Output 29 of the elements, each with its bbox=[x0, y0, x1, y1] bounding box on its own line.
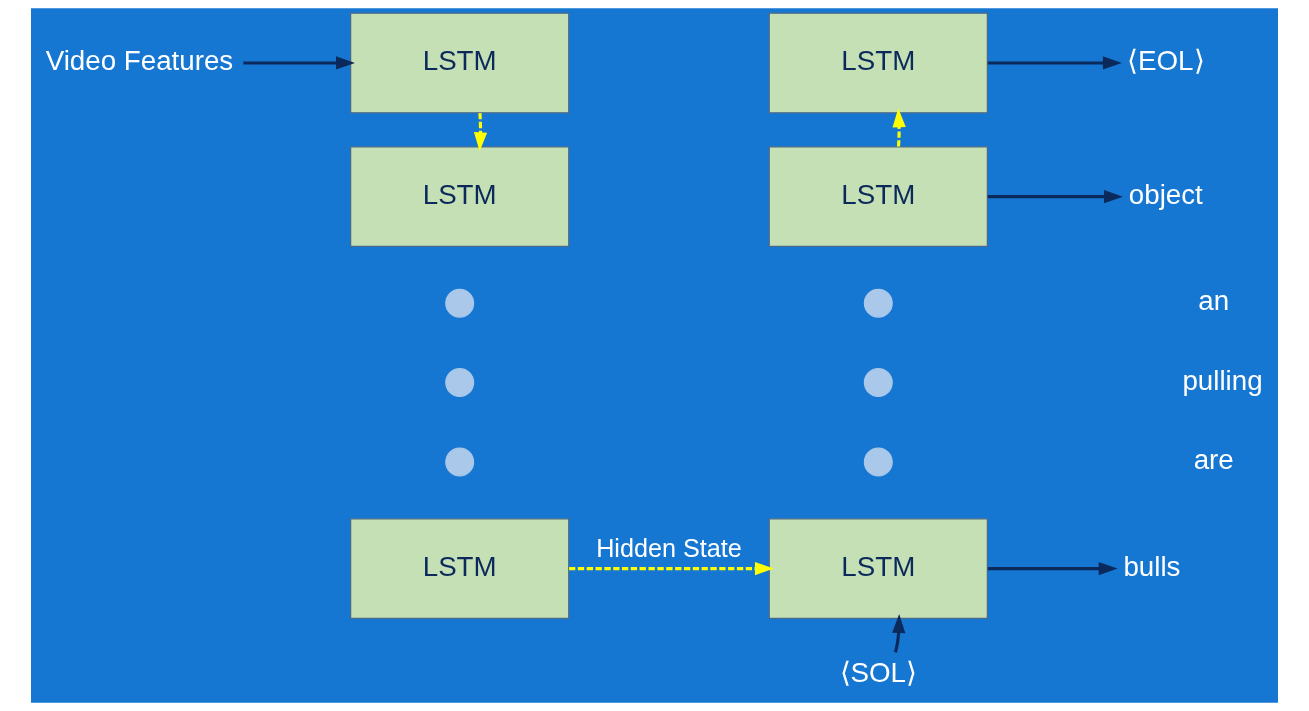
node-text: ⟨EOL⟩ bbox=[1127, 45, 1205, 77]
arrow bbox=[987, 56, 1122, 70]
node-text: bulls bbox=[1123, 550, 1181, 582]
node-text: Video Features bbox=[45, 45, 234, 77]
label: an bbox=[1198, 285, 1230, 317]
node-box: LSTM bbox=[350, 146, 570, 248]
arrow bbox=[569, 561, 774, 576]
edge-label: Hidden State bbox=[596, 534, 742, 563]
node-text: object bbox=[1128, 178, 1203, 210]
node-circle bbox=[445, 288, 475, 318]
node-circle bbox=[445, 368, 475, 398]
arrow bbox=[243, 56, 355, 70]
label: pulling bbox=[1182, 364, 1263, 396]
node-circle bbox=[863, 288, 893, 318]
node-box: LSTM bbox=[768, 12, 988, 114]
node-box: LSTM bbox=[768, 146, 988, 248]
arrow bbox=[892, 614, 906, 653]
node-text: ⟨SOL⟩ bbox=[839, 657, 918, 689]
node-circle bbox=[445, 447, 475, 477]
node-circle bbox=[863, 368, 893, 398]
label: are bbox=[1193, 444, 1234, 476]
arrow bbox=[892, 108, 906, 147]
arrow bbox=[987, 561, 1118, 576]
node-circle bbox=[863, 447, 893, 477]
node-box: LSTM bbox=[350, 12, 570, 114]
arrow bbox=[473, 112, 488, 152]
arrow bbox=[987, 190, 1123, 204]
node-box: LSTM bbox=[350, 518, 570, 619]
node-box: LSTM bbox=[768, 518, 988, 619]
